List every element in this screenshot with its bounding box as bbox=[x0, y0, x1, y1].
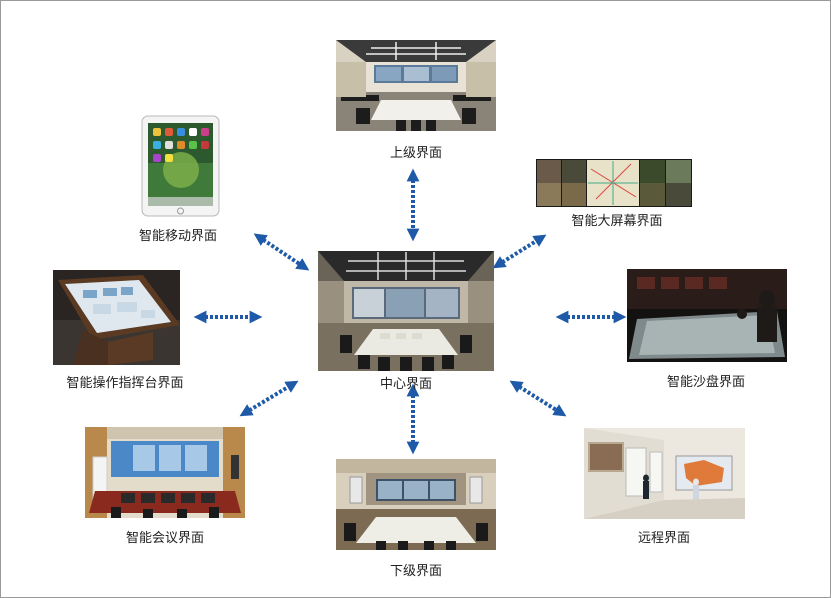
mobile-tablet-image bbox=[141, 115, 220, 217]
center-label: 中心界面 bbox=[366, 373, 446, 392]
upper-room-image bbox=[336, 40, 496, 131]
meeting-label: 智能会议界面 bbox=[105, 527, 225, 546]
arrow-center-remote bbox=[515, 384, 561, 413]
console-label: 智能操作指挥台界面 bbox=[45, 372, 205, 391]
console-image bbox=[53, 270, 180, 365]
arrow-mobile-center bbox=[259, 237, 304, 267]
bigscreen-image bbox=[536, 159, 692, 207]
center-room-image bbox=[318, 251, 494, 371]
bigscreen-label: 智能大屏幕界面 bbox=[557, 210, 677, 229]
arrow-center-bigscreen bbox=[498, 238, 541, 265]
remote-room-image bbox=[584, 428, 745, 519]
mobile-label: 智能移动界面 bbox=[118, 225, 238, 244]
remote-label: 远程界面 bbox=[624, 527, 704, 546]
lower-label: 下级界面 bbox=[376, 560, 456, 579]
arrow-meeting-center bbox=[245, 384, 293, 413]
sandtable-label: 智能沙盘界面 bbox=[646, 371, 766, 390]
lower-room-image bbox=[336, 459, 496, 550]
upper-label: 上级界面 bbox=[376, 142, 456, 161]
meeting-room-image bbox=[85, 427, 245, 518]
sandtable-image bbox=[627, 269, 787, 362]
